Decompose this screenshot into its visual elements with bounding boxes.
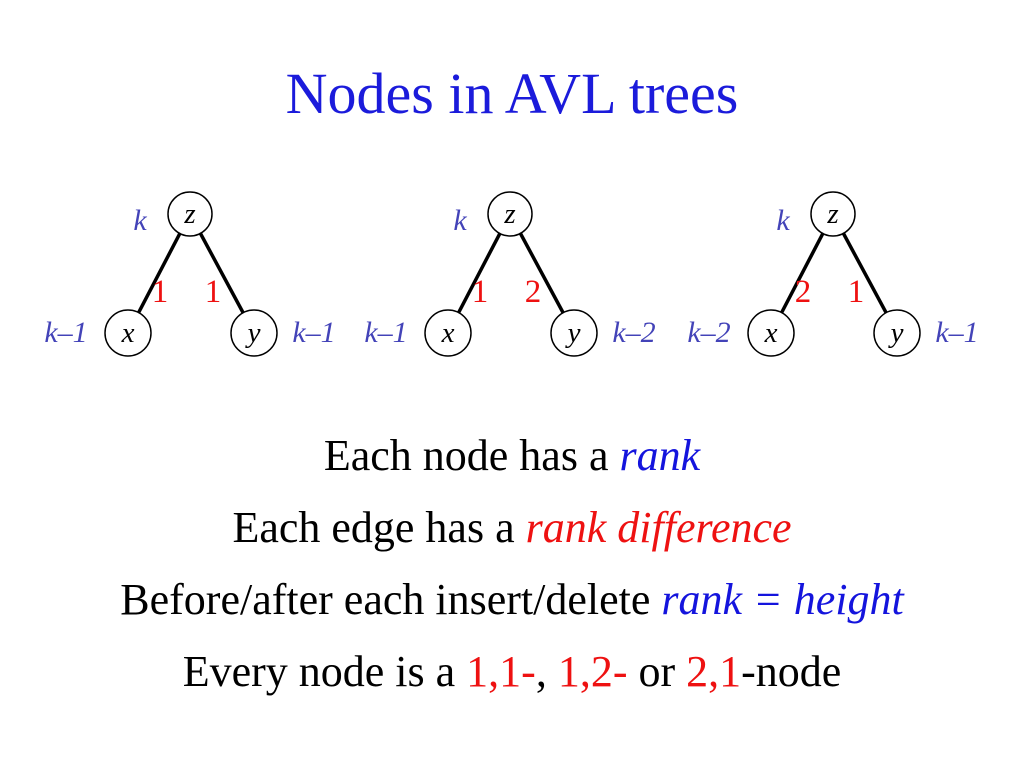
- right-rank-label: k–2: [612, 316, 655, 349]
- root-rank-label: k: [133, 204, 147, 237]
- avl-tree-diagram-3: z x y k k–2 k–1 2 1: [683, 190, 993, 370]
- left-rank-label: k–2: [687, 316, 730, 349]
- line-4-node-type-2: 1,2-: [557, 647, 628, 696]
- right-rank-label: k–1: [935, 316, 978, 349]
- node-y-label: y: [565, 317, 581, 349]
- body-line-2: Each edge has a rank difference: [0, 492, 1024, 564]
- node-x-label: x: [121, 317, 135, 349]
- node-z-label: z: [503, 198, 515, 230]
- line-3-text: Before/after each insert/delete: [120, 575, 662, 624]
- body-line-1: Each node has a rank: [0, 420, 1024, 492]
- node-z-circle: [487, 191, 533, 237]
- node-y-circle: [230, 309, 278, 357]
- line-4-node-type-1: 1,1-: [466, 647, 536, 696]
- node-y-circle: [873, 309, 921, 357]
- avl-tree-diagram-2: z x y k k–1 k–2 1 2: [360, 190, 670, 370]
- root-rank-label: k: [453, 204, 467, 237]
- avl-tree-diagram-1: z x y k k–1 k–1 1 1: [40, 190, 350, 370]
- node-x-label: x: [764, 317, 778, 349]
- node-z-circle: [167, 191, 213, 237]
- root-rank-label: k: [776, 204, 790, 237]
- right-edge-label: 1: [848, 274, 865, 310]
- node-z-label: z: [183, 198, 195, 230]
- left-edge-label: 1: [472, 274, 489, 310]
- body-line-4: Every node is a 1,1-, 1,2- or 2,1-node: [0, 636, 1024, 708]
- right-edge-label: 2: [525, 274, 542, 310]
- line-4-text-1: Every node is a: [182, 647, 467, 696]
- node-y-label: y: [888, 317, 904, 349]
- left-edge-label: 1: [152, 274, 169, 310]
- right-rank-label: k–1: [292, 316, 335, 349]
- line-4-text-2: ,: [535, 647, 558, 696]
- body-line-3: Before/after each insert/delete rank = h…: [0, 564, 1024, 636]
- body-text: Each node has a rank Each edge has a ran…: [0, 420, 1024, 708]
- node-x-circle: [424, 309, 472, 357]
- line-4-text-3: or: [627, 647, 687, 696]
- node-y-label: y: [245, 317, 261, 349]
- line-4-node-type-3: 2,1: [686, 647, 742, 696]
- left-edge-label: 2: [795, 274, 812, 310]
- node-x-label: x: [441, 317, 455, 349]
- node-z-circle: [810, 191, 856, 237]
- line-2-text: Each edge has a: [232, 503, 526, 552]
- left-rank-label: k–1: [44, 316, 87, 349]
- line-3-emphasis: rank = height: [661, 575, 904, 624]
- node-x-circle: [747, 309, 795, 357]
- right-edge-label: 1: [205, 274, 222, 310]
- line-1-emphasis: rank: [619, 431, 701, 480]
- node-x-circle: [104, 309, 152, 357]
- line-4-text-4: -node: [741, 647, 842, 696]
- left-rank-label: k–1: [364, 316, 407, 349]
- node-z-label: z: [826, 198, 838, 230]
- line-1-text: Each node has a: [323, 431, 620, 480]
- node-y-circle: [550, 309, 598, 357]
- slide-title: Nodes in AVL trees: [285, 61, 739, 126]
- line-2-emphasis: rank difference: [525, 503, 792, 552]
- tree-diagrams: z x y k k–1 k–1 1 1 z x y k k: [0, 190, 1024, 370]
